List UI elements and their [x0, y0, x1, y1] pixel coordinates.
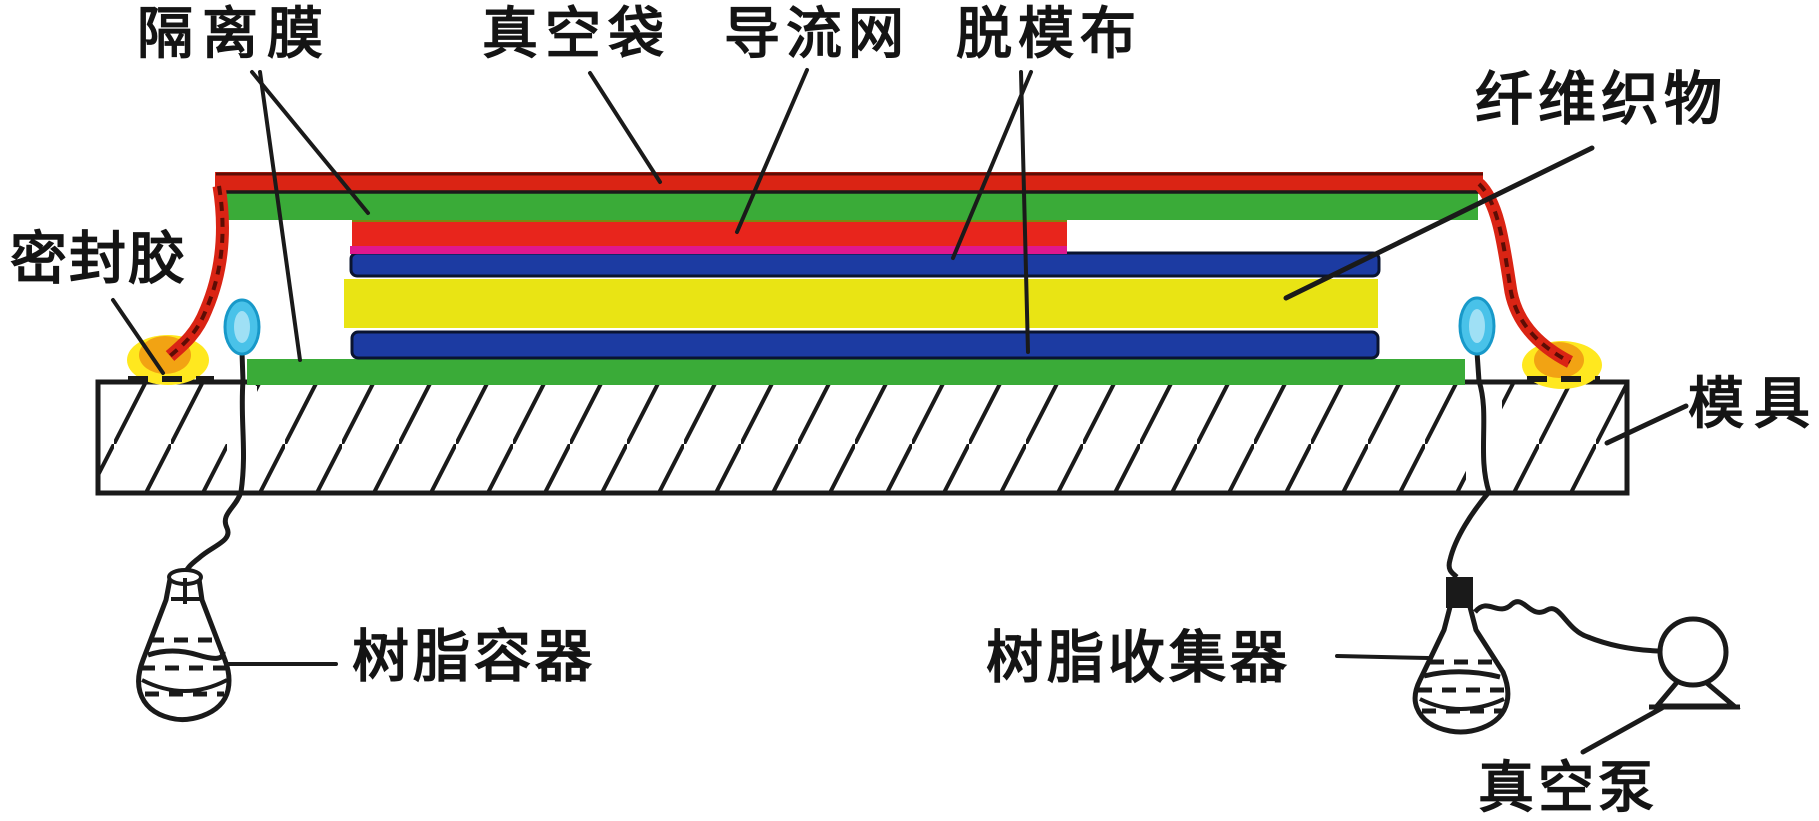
- peel-ply-top-layer: [349, 251, 1381, 278]
- flow-media-layer: [352, 222, 1067, 246]
- leader-sealant: [111, 298, 165, 375]
- mold-block: [95, 379, 1630, 496]
- label-resin-collector: 树脂收集器: [986, 627, 1291, 690]
- leader-isolation-film-top: [250, 70, 370, 215]
- flow-media-edge-stripe: [350, 246, 1067, 254]
- pump-hose: [1473, 599, 1660, 654]
- resin-level-arc: [141, 678, 228, 693]
- vacuum-bag-left-curve-texture: [168, 185, 225, 358]
- label-isolation-film: 隔离膜: [137, 4, 332, 66]
- vacuum-outlet-channel: [1458, 296, 1496, 356]
- isolation-film-top-layer: [216, 193, 1478, 220]
- label-flow-media: 导流网: [724, 4, 910, 66]
- label-peel-ply: 脱模布: [956, 4, 1142, 66]
- collector-level-line: [1423, 669, 1501, 680]
- leader-flow-media: [735, 68, 809, 234]
- label-vacuum-pump: 真空泵: [1478, 758, 1658, 820]
- vacuum-bag-right-curve-texture: [1477, 182, 1571, 364]
- resin-container-flask: [136, 568, 232, 723]
- leader-fiber-fabric: [1283, 145, 1595, 301]
- leader-lines: [111, 68, 1689, 755]
- resin-level-line: [147, 648, 226, 661]
- label-fiber-fabric: 纤维织物: [1475, 67, 1728, 132]
- label-mold: 模具: [1688, 374, 1819, 436]
- leader-peel-ply-bottom: [1019, 70, 1030, 354]
- leader-mold: [1604, 403, 1689, 446]
- leader-isolation-film-bottom: [258, 70, 302, 362]
- vacuum-pump-circle: [1657, 616, 1729, 688]
- vacuum-line-tube: [1446, 351, 1492, 579]
- resin-inlet-channel: [223, 298, 261, 356]
- collector-level-arc: [1419, 697, 1505, 711]
- resin-inlet-channel-core: [234, 311, 250, 343]
- leader-peel-ply-top: [951, 70, 1033, 260]
- resin-collector-stopper: [1446, 577, 1473, 608]
- leader-vacuum-pump: [1580, 705, 1665, 755]
- leader-vacuum-bag: [588, 71, 662, 184]
- vacuum-pump: [1649, 616, 1741, 710]
- resin-container-neck-lines: [171, 578, 200, 604]
- label-resin-container: 树脂容器: [352, 626, 596, 689]
- vacuum-outlet-channel-core: [1469, 309, 1485, 343]
- leader-resin-collector: [1335, 654, 1430, 660]
- isolation-film-bottom-layer: [247, 359, 1465, 385]
- resin-feed-tube: [182, 351, 246, 576]
- peel-ply-bottom-layer: [350, 330, 1380, 360]
- label-vacuum-bag: 真空袋: [482, 4, 671, 66]
- fiber-fabric-layer: [344, 279, 1378, 328]
- vacuum-bag-top-layer: [215, 172, 1483, 192]
- resin-collector-flask: [1412, 577, 1511, 735]
- label-sealant: 密封胶: [10, 228, 187, 291]
